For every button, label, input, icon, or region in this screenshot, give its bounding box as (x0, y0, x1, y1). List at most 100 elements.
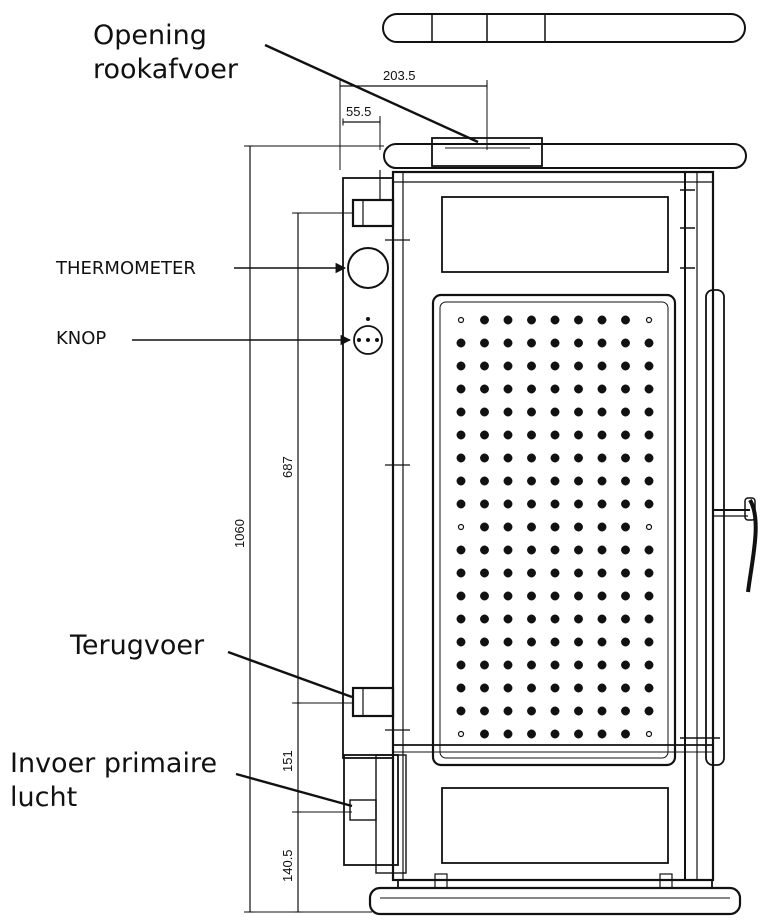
vent-dot (503, 407, 513, 417)
vent-dot (621, 522, 630, 532)
vent-dot (597, 453, 607, 463)
vent-dot (503, 614, 513, 624)
vent-dot (480, 499, 489, 509)
vent-dot (503, 499, 513, 509)
vent-dot (574, 660, 583, 670)
vent-dot (574, 522, 583, 532)
vent-dot (456, 706, 466, 716)
vent-dot (597, 614, 607, 624)
vent-dot (550, 683, 560, 693)
vent-dot (621, 729, 630, 739)
vent-dot (527, 614, 536, 624)
vent-dot (550, 614, 560, 624)
dim-flue-offset: 203.5 (383, 68, 416, 83)
vent-dot (456, 660, 466, 670)
label-flue-opening-line1: Opening (93, 20, 207, 51)
vent-dot (527, 729, 536, 739)
vent-dot (503, 729, 513, 739)
vent-dot (480, 591, 489, 601)
vent-dot (621, 476, 630, 486)
vent-dot (503, 683, 513, 693)
vent-dot (645, 523, 653, 531)
vent-dot (597, 384, 607, 394)
vent-dot (527, 476, 536, 486)
vent-dot (503, 315, 513, 325)
vent-dot (574, 315, 583, 325)
label-flue-opening-line2: rookafvoer (93, 54, 239, 85)
vent-dot (621, 637, 630, 647)
vent-dot (550, 568, 560, 578)
vent-dot (597, 591, 607, 601)
vent-dot (574, 430, 583, 440)
vent-dot (644, 637, 654, 647)
vent-dot (480, 614, 489, 624)
vent-dot (480, 545, 489, 555)
vent-dot (644, 706, 654, 716)
vent-dot (621, 430, 630, 440)
vent-dot (550, 591, 560, 601)
vent-dot (644, 453, 654, 463)
vent-dot (456, 338, 466, 348)
vent-dot (597, 361, 607, 371)
vent-dot (503, 384, 513, 394)
vent-dot (503, 430, 513, 440)
vent-dot (550, 407, 560, 417)
vent-dot (527, 522, 536, 532)
vent-dot (456, 499, 466, 509)
vent-dot (621, 407, 630, 417)
vent-dot (574, 361, 583, 371)
stove-base (368, 873, 742, 916)
vent-dot (527, 453, 536, 463)
vent-dot (527, 361, 536, 371)
vent-dot (574, 591, 583, 601)
vent-dot (621, 384, 630, 394)
vent-dot (480, 706, 489, 716)
vent-dot (644, 407, 654, 417)
annotation-labels: Opening rookafvoer THERMOMETER KNOP Teru… (10, 20, 239, 813)
vent-dot (550, 384, 560, 394)
vent-dot (456, 361, 466, 371)
vent-dot (621, 614, 630, 624)
vent-dot (574, 453, 583, 463)
vent-dot (527, 683, 536, 693)
vent-dot (527, 660, 536, 670)
vent-dot (480, 407, 489, 417)
stove-door (431, 293, 677, 767)
vent-dot (503, 338, 513, 348)
dim-lower-mid: 151 (280, 750, 295, 772)
dimension-lines (244, 80, 488, 913)
vent-dot (527, 591, 536, 601)
vent-dot (550, 729, 560, 739)
vent-dot (621, 315, 630, 325)
vent-dot (480, 430, 489, 440)
vent-dot (621, 591, 630, 601)
vent-dot (550, 706, 560, 716)
vent-dot (574, 568, 583, 578)
vent-dot (550, 361, 560, 371)
leader-lines (132, 43, 479, 808)
vent-dot (550, 338, 560, 348)
vent-dot (456, 453, 466, 463)
vent-dot (480, 338, 489, 348)
vent-dot (456, 476, 466, 486)
vent-dot (621, 683, 630, 693)
vent-dot (480, 729, 489, 739)
vent-dot (503, 476, 513, 486)
vent-dot (456, 591, 466, 601)
vent-dot (503, 545, 513, 555)
label-primary-air-line1: Invoer primaire (10, 748, 217, 779)
vent-dot (503, 522, 513, 532)
vent-dot (456, 545, 466, 555)
vent-dot (574, 407, 583, 417)
vent-dot (550, 522, 560, 532)
vent-dot (503, 591, 513, 601)
vent-dot (644, 545, 654, 555)
vent-dot (621, 361, 630, 371)
vent-dot (527, 430, 536, 440)
label-knob: KNOP (56, 328, 106, 349)
vent-dot (644, 338, 654, 348)
vent-dot (597, 338, 607, 348)
vent-dot (503, 706, 513, 716)
